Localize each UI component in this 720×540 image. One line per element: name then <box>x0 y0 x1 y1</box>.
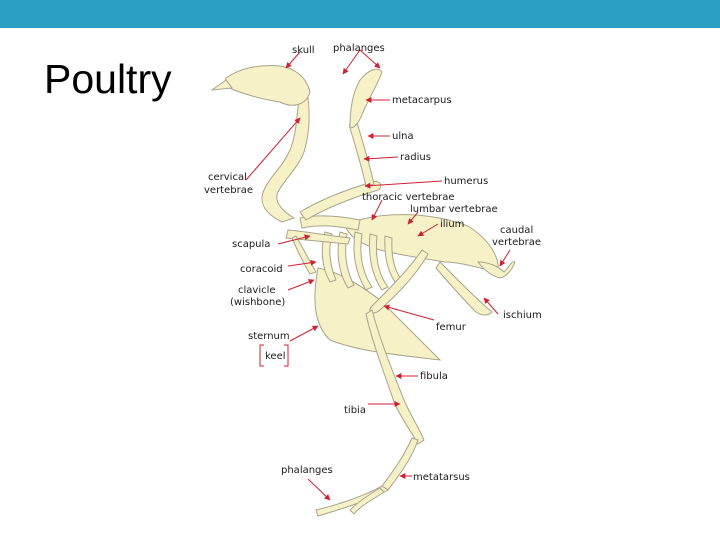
label-cervical-vertebrae: vertebrae <box>204 185 253 196</box>
skull-bone <box>225 65 311 106</box>
ischium-bone <box>435 261 493 316</box>
label-femur: femur <box>436 322 467 333</box>
label-humerus: humerus <box>444 176 488 187</box>
pelvis-bone <box>344 214 499 273</box>
label-cervical: cervical <box>208 172 247 183</box>
label-lumbar-vertebrae: lumbar vertebrae <box>410 204 498 215</box>
rib-cage <box>321 231 405 291</box>
label-metacarpus: metacarpus <box>392 95 452 106</box>
caudal-bone <box>476 261 516 279</box>
label-skull: skull <box>292 45 315 56</box>
label-metatarsus: metatarsus <box>413 472 470 483</box>
keel-bracket <box>259 344 289 367</box>
label-wishbone: (wishbone) <box>230 297 285 308</box>
label-ilium: ilium <box>440 219 464 230</box>
scapula-bone <box>285 229 351 245</box>
foot-toe-2 <box>349 487 385 515</box>
forearm-bones <box>349 120 375 187</box>
skeleton-figure <box>210 65 516 517</box>
label-tibia: tibia <box>344 405 366 416</box>
coracoid-bone <box>291 235 317 275</box>
label-coracoid: coracoid <box>240 264 283 275</box>
humerus-bone <box>299 181 382 221</box>
label-phalanges-foot: phalanges <box>281 465 333 476</box>
label-caudal-vertebrae: vertebrae <box>492 237 541 248</box>
label-radius: radius <box>400 152 431 163</box>
tibia-bone <box>365 309 425 445</box>
wing-hand-bones <box>349 68 383 129</box>
diagram-labels: skull phalanges metacarpus ulna radius c… <box>204 43 542 483</box>
beak <box>210 79 233 91</box>
top-accent-bar <box>0 0 720 28</box>
label-thoracic-vertebrae: thoracic vertebrae <box>362 192 455 203</box>
label-scapula: scapula <box>232 239 270 250</box>
label-clavicle: clavicle <box>238 285 276 296</box>
label-phalanges-wing: phalanges <box>333 43 385 54</box>
cervical-vertebrae-bone <box>261 95 310 223</box>
label-sternum: sternum <box>248 331 290 342</box>
label-ulna: ulna <box>392 131 414 142</box>
label-caudal: caudal <box>500 225 533 236</box>
label-ischium: ischium <box>503 310 542 321</box>
label-keel: keel <box>265 351 286 362</box>
leader-lines <box>245 49 511 501</box>
label-fibula: fibula <box>420 371 448 382</box>
thoracic-vertebrae-bone <box>299 215 361 231</box>
slide-title: Poultry <box>44 56 172 102</box>
